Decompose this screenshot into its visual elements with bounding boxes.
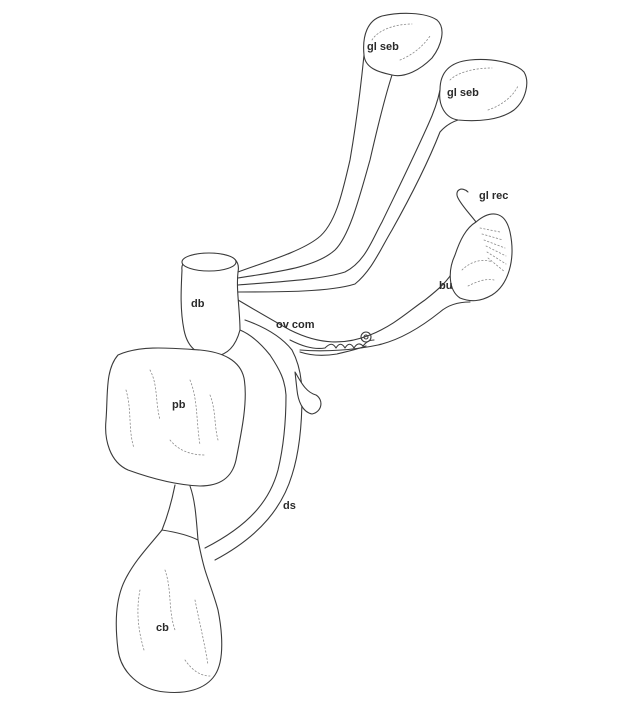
proximal-bursa <box>106 348 246 486</box>
label-ds: ds <box>283 500 296 512</box>
label-ov-com: ov com <box>276 319 315 331</box>
label-bu: bu <box>439 280 452 292</box>
label-gl-seb-lower: gl seb <box>447 87 479 99</box>
bursa-copulatrix-db <box>181 253 240 356</box>
sebaceous-gland-upper <box>238 13 442 278</box>
label-cb: cb <box>156 622 169 634</box>
label-pb: pb <box>172 399 186 411</box>
label-db: db <box>191 298 205 310</box>
label-gl-seb-upper: gl seb <box>367 41 399 53</box>
label-gl-rec: gl rec <box>479 190 508 202</box>
central-body <box>116 530 221 692</box>
